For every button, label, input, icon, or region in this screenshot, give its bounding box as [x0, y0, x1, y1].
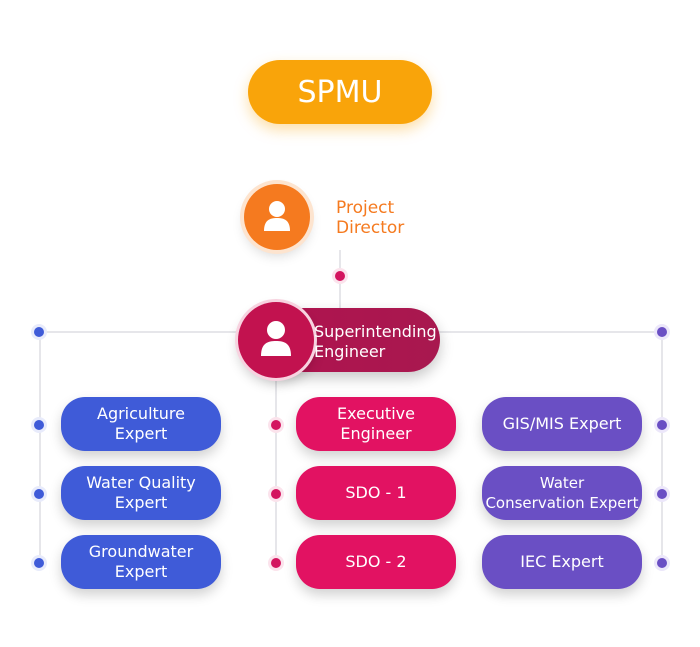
center-row1-dot: [271, 420, 281, 430]
person-icon: [264, 201, 290, 231]
right-branch-dot: [657, 327, 667, 337]
superintending-engineer-avatar: [238, 302, 314, 378]
right-vertical-connector: [661, 332, 663, 564]
water-conservation-expert-label: Water Conservation Expert: [485, 474, 639, 512]
superintending-engineer-label: Superintending Engineer: [314, 322, 437, 361]
left-vertical-connector: [39, 332, 41, 564]
agriculture-expert-node: Agriculture Expert: [61, 397, 221, 451]
iec-expert-label: IEC Expert: [520, 552, 604, 571]
water-conservation-expert-node: Water Conservation Expert: [482, 466, 642, 520]
left-row1-dot: [34, 420, 44, 430]
water-quality-expert-node: Water Quality Expert: [61, 466, 221, 520]
iec-expert-node: IEC Expert: [482, 535, 642, 589]
project-director-avatar: [244, 184, 310, 250]
executive-engineer-node: Executive Engineer: [296, 397, 456, 451]
executive-engineer-label: Executive Engineer: [337, 404, 415, 443]
left-row2-dot: [34, 489, 44, 499]
groundwater-expert-node: Groundwater Expert: [61, 535, 221, 589]
agriculture-expert-label: Agriculture Expert: [97, 404, 185, 443]
right-row1-dot: [657, 420, 667, 430]
person-icon: [261, 321, 291, 356]
left-row3-dot: [34, 558, 44, 568]
sdo-2-node: SDO - 2: [296, 535, 456, 589]
left-branch-dot: [34, 327, 44, 337]
groundwater-expert-label: Groundwater Expert: [88, 542, 194, 581]
spmu-node: SPMU: [248, 60, 432, 124]
gis-mis-expert-label: GIS/MIS Expert: [502, 414, 622, 433]
right-row2-dot: [657, 489, 667, 499]
center-row3-dot: [271, 558, 281, 568]
water-quality-expert-label: Water Quality Expert: [86, 473, 196, 512]
project-director-label: Project Director: [336, 198, 405, 238]
center-vertical-connector: [275, 378, 277, 564]
sdo-2-label: SDO - 2: [345, 552, 407, 571]
pd-connector-dot: [335, 271, 345, 281]
gis-mis-expert-node: GIS/MIS Expert: [482, 397, 642, 451]
sdo-1-label: SDO - 1: [345, 483, 407, 502]
center-row2-dot: [271, 489, 281, 499]
right-row3-dot: [657, 558, 667, 568]
spmu-label: SPMU: [297, 74, 383, 110]
sdo-1-node: SDO - 1: [296, 466, 456, 520]
